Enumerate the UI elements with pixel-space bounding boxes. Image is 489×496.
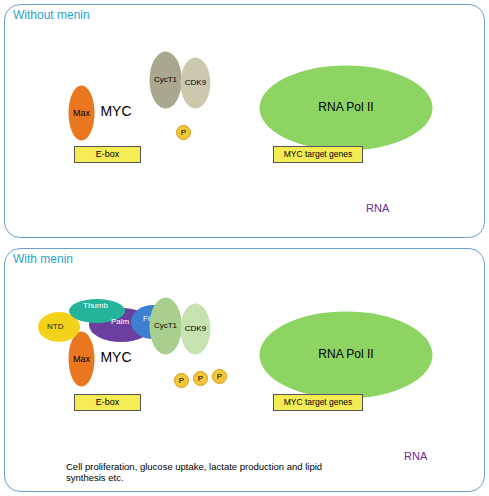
dna-element-box: MYC target genes (273, 146, 363, 163)
shape-fill (177, 126, 191, 140)
node-label: MYC target genes (284, 150, 353, 160)
protein-circle: Max MYC (74, 69, 158, 153)
shape-fill (181, 58, 211, 109)
node-label: CDK9 (185, 78, 206, 87)
shape-fill (149, 52, 181, 109)
node-label: CDK9 (185, 324, 206, 333)
protein-ellipse: CycT1 (149, 51, 182, 109)
polymerase-ellipse: RNA Pol II (259, 311, 433, 399)
dna-element-box: E-box (74, 146, 141, 163)
panel: Max MYC CycT1 CDK9P RNA Pol II E-box MYC targe… (4, 4, 485, 238)
shape-fill (194, 372, 208, 386)
rna-label: RNA (366, 202, 406, 215)
node-label: E-box (96, 397, 120, 407)
dna-element-box: MYC target genes (273, 394, 363, 411)
node-label: CycT1 (154, 75, 177, 84)
phosphate-circle: P (176, 125, 191, 140)
protein-ellipse: CDK9 (180, 57, 211, 109)
dna-element-box: E-box (74, 394, 141, 411)
shape-fill (69, 86, 95, 141)
node-label: Max (73, 108, 90, 118)
node-label: MYC target genes (284, 398, 353, 408)
node-label: E-box (96, 149, 120, 159)
node-label: CycT1 (154, 321, 177, 330)
shape-fill (213, 370, 227, 384)
shape-fill (175, 374, 189, 388)
node-label: MYC (100, 349, 131, 365)
node-label: P (217, 372, 222, 381)
node-label: P (179, 376, 184, 385)
node-label: Max (73, 354, 90, 364)
shape-fill (260, 312, 433, 399)
phosphate-circle: P (193, 371, 208, 386)
protein-ellipse: Max (68, 85, 95, 141)
phosphate-circle: P (212, 369, 227, 384)
panel-title: Without menin (13, 9, 90, 23)
phosphate-circle: P (174, 373, 189, 388)
rna-label: RNA (404, 450, 444, 463)
shape-fill (260, 66, 433, 151)
node-label: Thumb (83, 301, 108, 310)
polymerase-ellipse: RNA Pol II (259, 65, 433, 151)
protein-ellipse: CDK9 (180, 303, 211, 355)
panel-title: With menin (13, 253, 73, 267)
node-label: NTD (47, 322, 63, 331)
node-label: Palm (111, 317, 129, 326)
shape-fill (181, 304, 211, 355)
node-label: RNA Pol II (318, 348, 373, 362)
node-label: P (198, 374, 203, 383)
node-label: RNA Pol II (318, 101, 373, 115)
shape-fill (69, 332, 95, 387)
shape-fill (149, 298, 181, 355)
protein-ellipse: CycT1 (149, 297, 182, 355)
node-label: P (181, 128, 186, 137)
node-label: MYC (100, 103, 131, 119)
outcome-note: Cell proliferation, glucose uptake, lact… (66, 461, 328, 484)
protein-ellipse: Max (68, 331, 95, 387)
